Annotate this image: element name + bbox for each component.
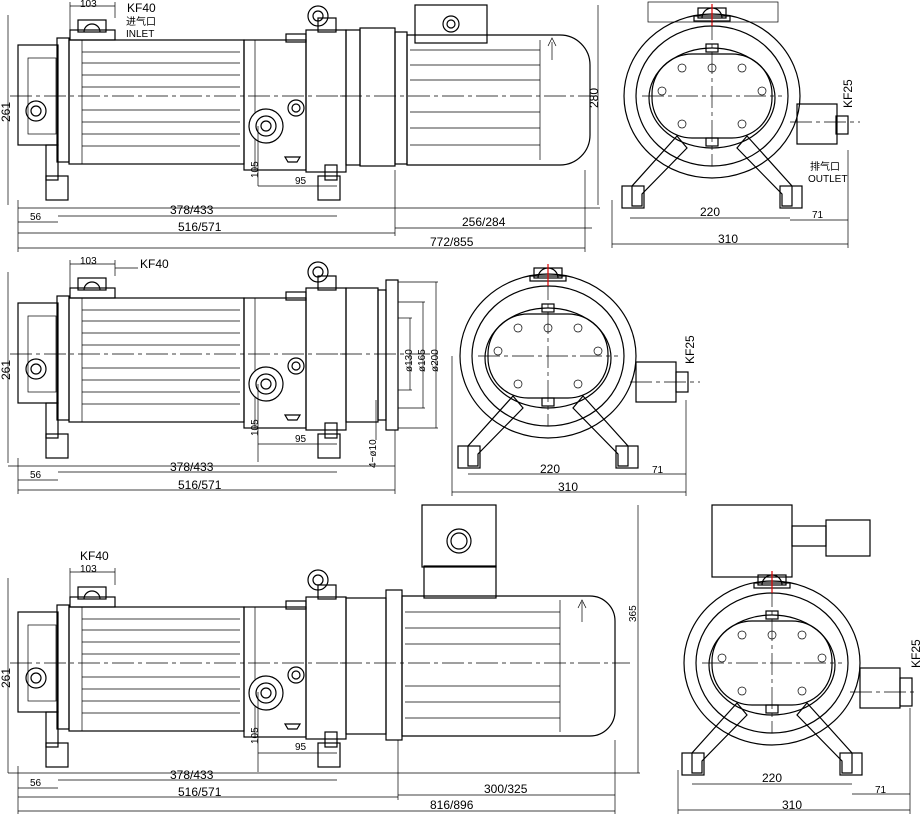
- dim-103: 103: [80, 256, 97, 267]
- view3-side: KF25 220 71 310: [677, 504, 922, 814]
- dim-56: 56: [30, 778, 42, 789]
- dim-105: 105: [250, 161, 261, 178]
- dim-d165: ø165: [417, 349, 428, 372]
- label-kf25: KF25: [841, 79, 855, 108]
- dim-71: 71: [875, 785, 887, 796]
- dim-816-896: 816/896: [430, 798, 474, 812]
- view1-front: 103 KF40 进气口 INLET 261 280 105 95 56 378…: [0, 0, 601, 252]
- dim-516-571: 516/571: [178, 478, 222, 492]
- dim-300-325: 300/325: [484, 782, 528, 796]
- dim-220: 220: [540, 462, 560, 476]
- dim-310: 310: [718, 232, 738, 246]
- label-inlet-cn: 进气口: [126, 15, 156, 28]
- dim-280: 280: [587, 88, 601, 108]
- dim-220: 220: [762, 771, 782, 785]
- dim-516-571: 516/571: [178, 785, 222, 799]
- dim-772-855: 772/855: [430, 235, 474, 249]
- dim-105: 105: [250, 419, 261, 436]
- view2-side: KF25 220 71 310: [451, 263, 700, 496]
- dim-378-433: 378/433: [170, 460, 214, 474]
- label-kf25: KF25: [683, 335, 697, 364]
- view2-front: ø130 ø165 ø200 4−ø10 103 KF40 261 105 95…: [0, 256, 441, 494]
- dim-220: 220: [700, 205, 720, 219]
- dim-56: 56: [30, 212, 42, 223]
- dim-103: 103: [80, 564, 97, 575]
- dim-d130: ø130: [404, 349, 415, 372]
- label-kf25: KF25: [909, 639, 922, 668]
- dim-71: 71: [812, 210, 824, 221]
- dim-516-571: 516/571: [178, 220, 222, 234]
- label-kf40: KF40: [80, 549, 109, 563]
- dim-95: 95: [295, 742, 307, 753]
- dim-261: 261: [0, 102, 13, 122]
- dim-261: 261: [0, 360, 13, 380]
- dim-95: 95: [295, 176, 307, 187]
- view3-front: 103 KF40 261 365 105 95 56 378/433 300/3…: [0, 504, 640, 814]
- dim-261: 261: [0, 668, 13, 688]
- label-kf40: KF40: [127, 1, 156, 15]
- dim-4-d10: 4−ø10: [368, 439, 379, 468]
- dim-56: 56: [30, 470, 42, 481]
- view1-side: KF25 排气口 OUTLET 220 71 310: [611, 1, 860, 248]
- dim-378-433: 378/433: [170, 203, 214, 217]
- dim-105: 105: [250, 727, 261, 744]
- dim-d200: ø200: [430, 349, 441, 372]
- dim-365: 365: [628, 605, 639, 622]
- label-inlet-en: INLET: [126, 29, 154, 40]
- dim-310: 310: [782, 798, 802, 812]
- dim-310: 310: [558, 480, 578, 494]
- dim-71: 71: [652, 465, 664, 476]
- label-kf40: KF40: [140, 257, 169, 271]
- dim-378-433: 378/433: [170, 768, 214, 782]
- dim-103: 103: [80, 0, 97, 10]
- dim-95: 95: [295, 434, 307, 445]
- label-outlet-en: OUTLET: [808, 174, 847, 185]
- label-outlet-cn: 排气口: [810, 160, 840, 173]
- dim-256-284: 256/284: [462, 215, 506, 229]
